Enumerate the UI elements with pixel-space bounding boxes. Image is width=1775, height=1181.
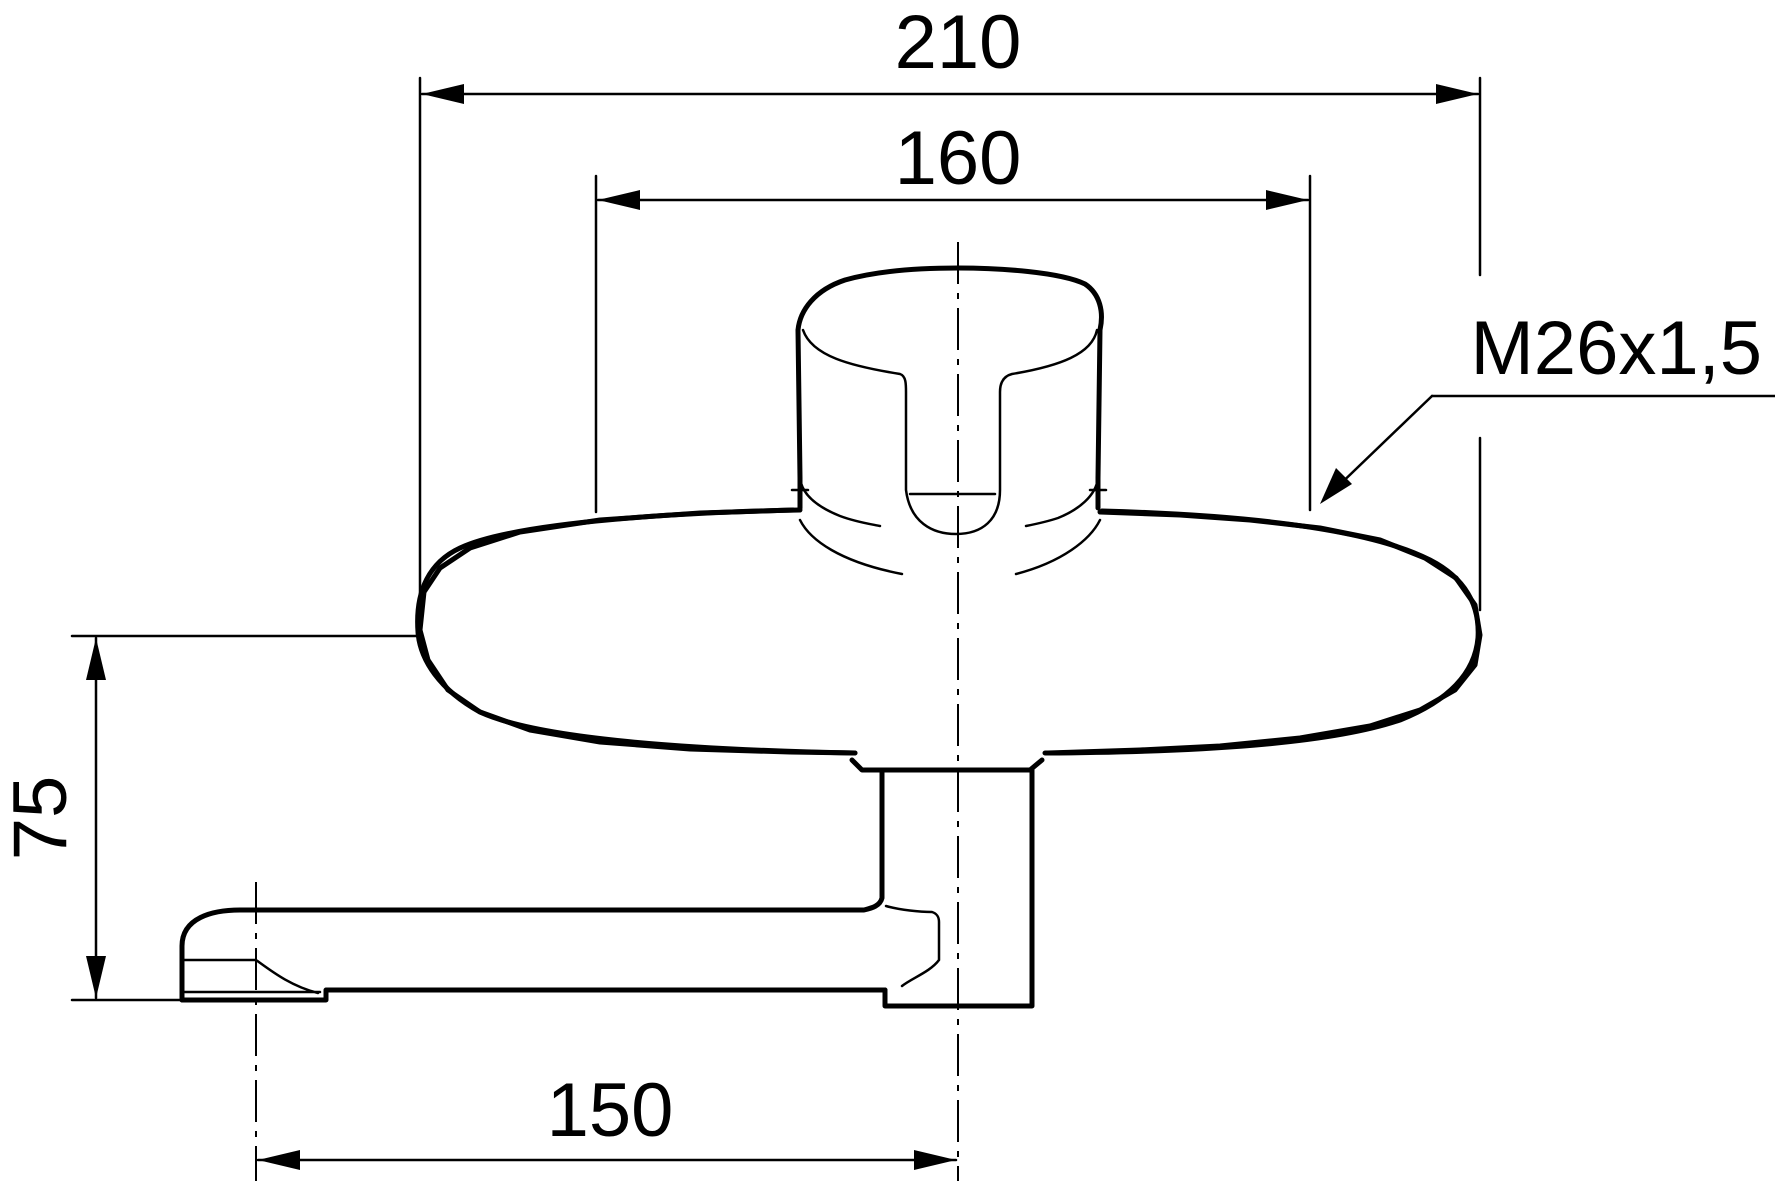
spout-aerator bbox=[182, 958, 322, 995]
handle-disc-outline bbox=[417, 507, 1483, 756]
right-fillet bbox=[1014, 476, 1102, 576]
handle-disc-left-edge bbox=[415, 507, 858, 756]
handle-disc-right-edge bbox=[1042, 508, 1481, 756]
spout-underside bbox=[179, 987, 888, 1003]
spout-inner-wall bbox=[884, 904, 941, 988]
spout-stem bbox=[179, 767, 885, 1003]
dimension-overall-width: 210 bbox=[418, 0, 1482, 612]
handle-body bbox=[415, 265, 1483, 773]
dimension-spout-reach: 150 bbox=[256, 1068, 958, 1170]
overall-width-label: 210 bbox=[895, 0, 1022, 85]
thread-label: M26x1,5 bbox=[1471, 306, 1763, 391]
left-fillet bbox=[798, 476, 904, 576]
dimension-inner-width: 160 bbox=[594, 116, 1312, 514]
spout-reach-label: 150 bbox=[547, 1068, 674, 1153]
inner-width-label: 160 bbox=[895, 116, 1022, 201]
thread-cylinder bbox=[795, 265, 1104, 511]
stem-flange bbox=[849, 757, 1045, 773]
height-label: 75 bbox=[0, 776, 83, 861]
dimension-height: 75 bbox=[0, 634, 418, 1002]
thread-cylinder-top-curve bbox=[801, 328, 1099, 536]
thread-callout: M26x1,5 bbox=[1320, 306, 1775, 504]
spout bbox=[179, 767, 1035, 1009]
